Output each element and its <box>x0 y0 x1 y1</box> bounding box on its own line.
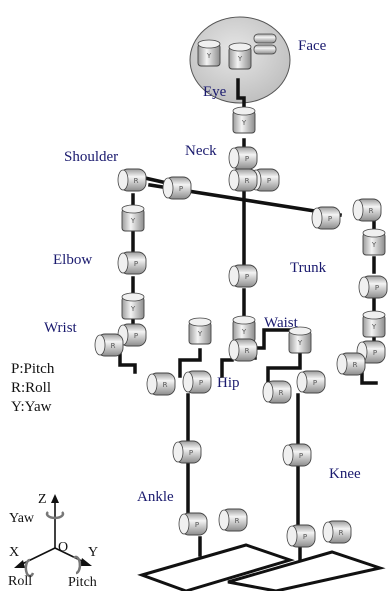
legend-pitch: P:Pitch <box>11 361 55 377</box>
right-hip-pitch-joint-letter: P <box>313 379 317 387</box>
left-hip-yaw-joint-letter: Y <box>197 330 203 338</box>
right-elbow-pitch-joint: P <box>359 276 387 298</box>
right-upper-arm-yaw-joint: Y <box>363 229 385 255</box>
axis-z-label: Z <box>38 492 47 507</box>
left-wrist-pitch-joint-letter: P <box>134 332 138 340</box>
trunk-pitch-joint: P <box>229 265 257 287</box>
legend-yaw: Y:Yaw <box>11 399 52 415</box>
left-ankle-roll-joint-letter: R <box>235 517 240 525</box>
right-shoulder-pitch-joint: P <box>312 207 340 229</box>
left-shoulder-pitch-joint: P <box>163 177 191 199</box>
head-roll-joint-letter: R <box>245 177 250 185</box>
left-knee-joint: P <box>173 441 201 463</box>
label-shoulder: Shoulder <box>64 149 118 165</box>
label-ankle: Ankle <box>137 489 174 505</box>
left-knee-joint-letter: P <box>189 449 193 457</box>
left-shoulder-pitch-joint-letter: P <box>179 185 183 193</box>
right-upper-arm-yaw-joint-letter: Y <box>371 241 377 249</box>
head-roll-joint: R <box>229 169 257 191</box>
left-upper-arm-yaw-joint-letter: Y <box>130 217 136 225</box>
neck-pitch-joint: P <box>229 147 257 169</box>
waist-yaw-joint-letter: Y <box>241 328 247 336</box>
left-ankle-pitch-joint-letter: P <box>195 521 199 529</box>
axis-y-label: Y <box>88 545 98 560</box>
left-upper-arm-yaw-joint: Y <box>122 205 144 231</box>
eye-joint-left: Y <box>198 40 220 66</box>
axis-yaw-label: Yaw <box>9 511 35 526</box>
right-knee-joint-letter: P <box>299 452 303 460</box>
left-shoulder-roll-joint: R <box>118 169 146 191</box>
label-knee: Knee <box>329 466 361 482</box>
feet <box>142 545 380 591</box>
right-ankle-roll-joint: R <box>323 521 351 543</box>
neck-yaw-joint: Y <box>233 107 255 133</box>
right-shoulder-roll-joint: R <box>353 199 381 221</box>
waist-roll-joint-letter: R <box>245 347 250 355</box>
label-wrist: Wrist <box>44 320 78 336</box>
right-shoulder-roll-joint-letter: R <box>369 207 374 215</box>
right-ankle-roll-joint-letter: R <box>339 529 344 537</box>
right-forearm-yaw-joint: Y <box>363 311 385 337</box>
neck-yaw-joint-letter: Y <box>241 119 247 127</box>
eye-joint-right: Y <box>229 43 251 69</box>
left-ankle-roll-joint: R <box>219 509 247 531</box>
left-forearm-yaw-joint: Y <box>122 293 144 319</box>
axis-origin-label: O <box>58 540 68 555</box>
eye-joint-left-letter: Y <box>206 52 212 60</box>
eye-joint-right-letter: Y <box>237 55 243 63</box>
right-hip-pitch-joint: P <box>297 371 325 393</box>
axis-pitch-label: Pitch <box>68 575 97 590</box>
right-hip-roll-joint: R <box>263 381 291 403</box>
right-elbow-pitch-joint-letter: P <box>375 284 379 292</box>
left-hip-yaw-joint: Y <box>189 318 211 344</box>
left-hip-pitch-joint: P <box>183 371 211 393</box>
label-neck: Neck <box>185 143 217 159</box>
left-ankle-pitch-joint: P <box>179 513 207 535</box>
trunk-pitch-joint-letter: P <box>245 273 249 281</box>
left-hip-pitch-joint-letter: P <box>199 379 203 387</box>
left-wrist-roll-joint-letter: R <box>111 342 116 350</box>
left-elbow-pitch-joint: P <box>118 252 146 274</box>
right-ankle-pitch-joint-letter: P <box>303 533 307 541</box>
label-waist: Waist <box>264 315 299 331</box>
label-elbow: Elbow <box>53 252 92 268</box>
right-hip-yaw-joint-letter: Y <box>297 339 303 347</box>
right-wrist-roll-joint-letter: R <box>353 361 358 369</box>
right-ankle-pitch-joint: P <box>287 525 315 547</box>
right-wrist-pitch-joint-letter: P <box>373 349 377 357</box>
left-wrist-roll-joint: R <box>95 334 123 356</box>
axis-x-label: X <box>9 545 19 560</box>
neck-pitch-joint-letter: P <box>245 155 249 163</box>
label-face: Face <box>298 38 327 54</box>
left-hip-roll-joint-letter: R <box>163 381 168 389</box>
right-wrist-roll-joint: R <box>337 353 365 375</box>
head-pitch-joint-letter: P <box>267 177 271 185</box>
right-forearm-yaw-joint-letter: Y <box>371 323 377 331</box>
left-elbow-pitch-joint-letter: P <box>134 260 138 268</box>
label-hip: Hip <box>217 375 240 391</box>
coordinate-axes <box>14 494 92 576</box>
label-eye: Eye <box>203 84 227 100</box>
legend-roll: R:Roll <box>11 380 51 396</box>
label-trunk: Trunk <box>290 260 327 276</box>
right-shoulder-pitch-joint-letter: P <box>328 215 332 223</box>
waist-roll-joint: R <box>229 339 257 361</box>
left-shoulder-roll-joint-letter: R <box>134 177 139 185</box>
waist-yaw-joint: Y <box>233 316 255 342</box>
left-hip-roll-joint: R <box>147 373 175 395</box>
right-hip-roll-joint-letter: R <box>279 389 284 397</box>
left-forearm-yaw-joint-letter: Y <box>130 305 136 313</box>
right-knee-joint: P <box>283 444 311 466</box>
axis-roll-label: Roll <box>8 574 32 589</box>
